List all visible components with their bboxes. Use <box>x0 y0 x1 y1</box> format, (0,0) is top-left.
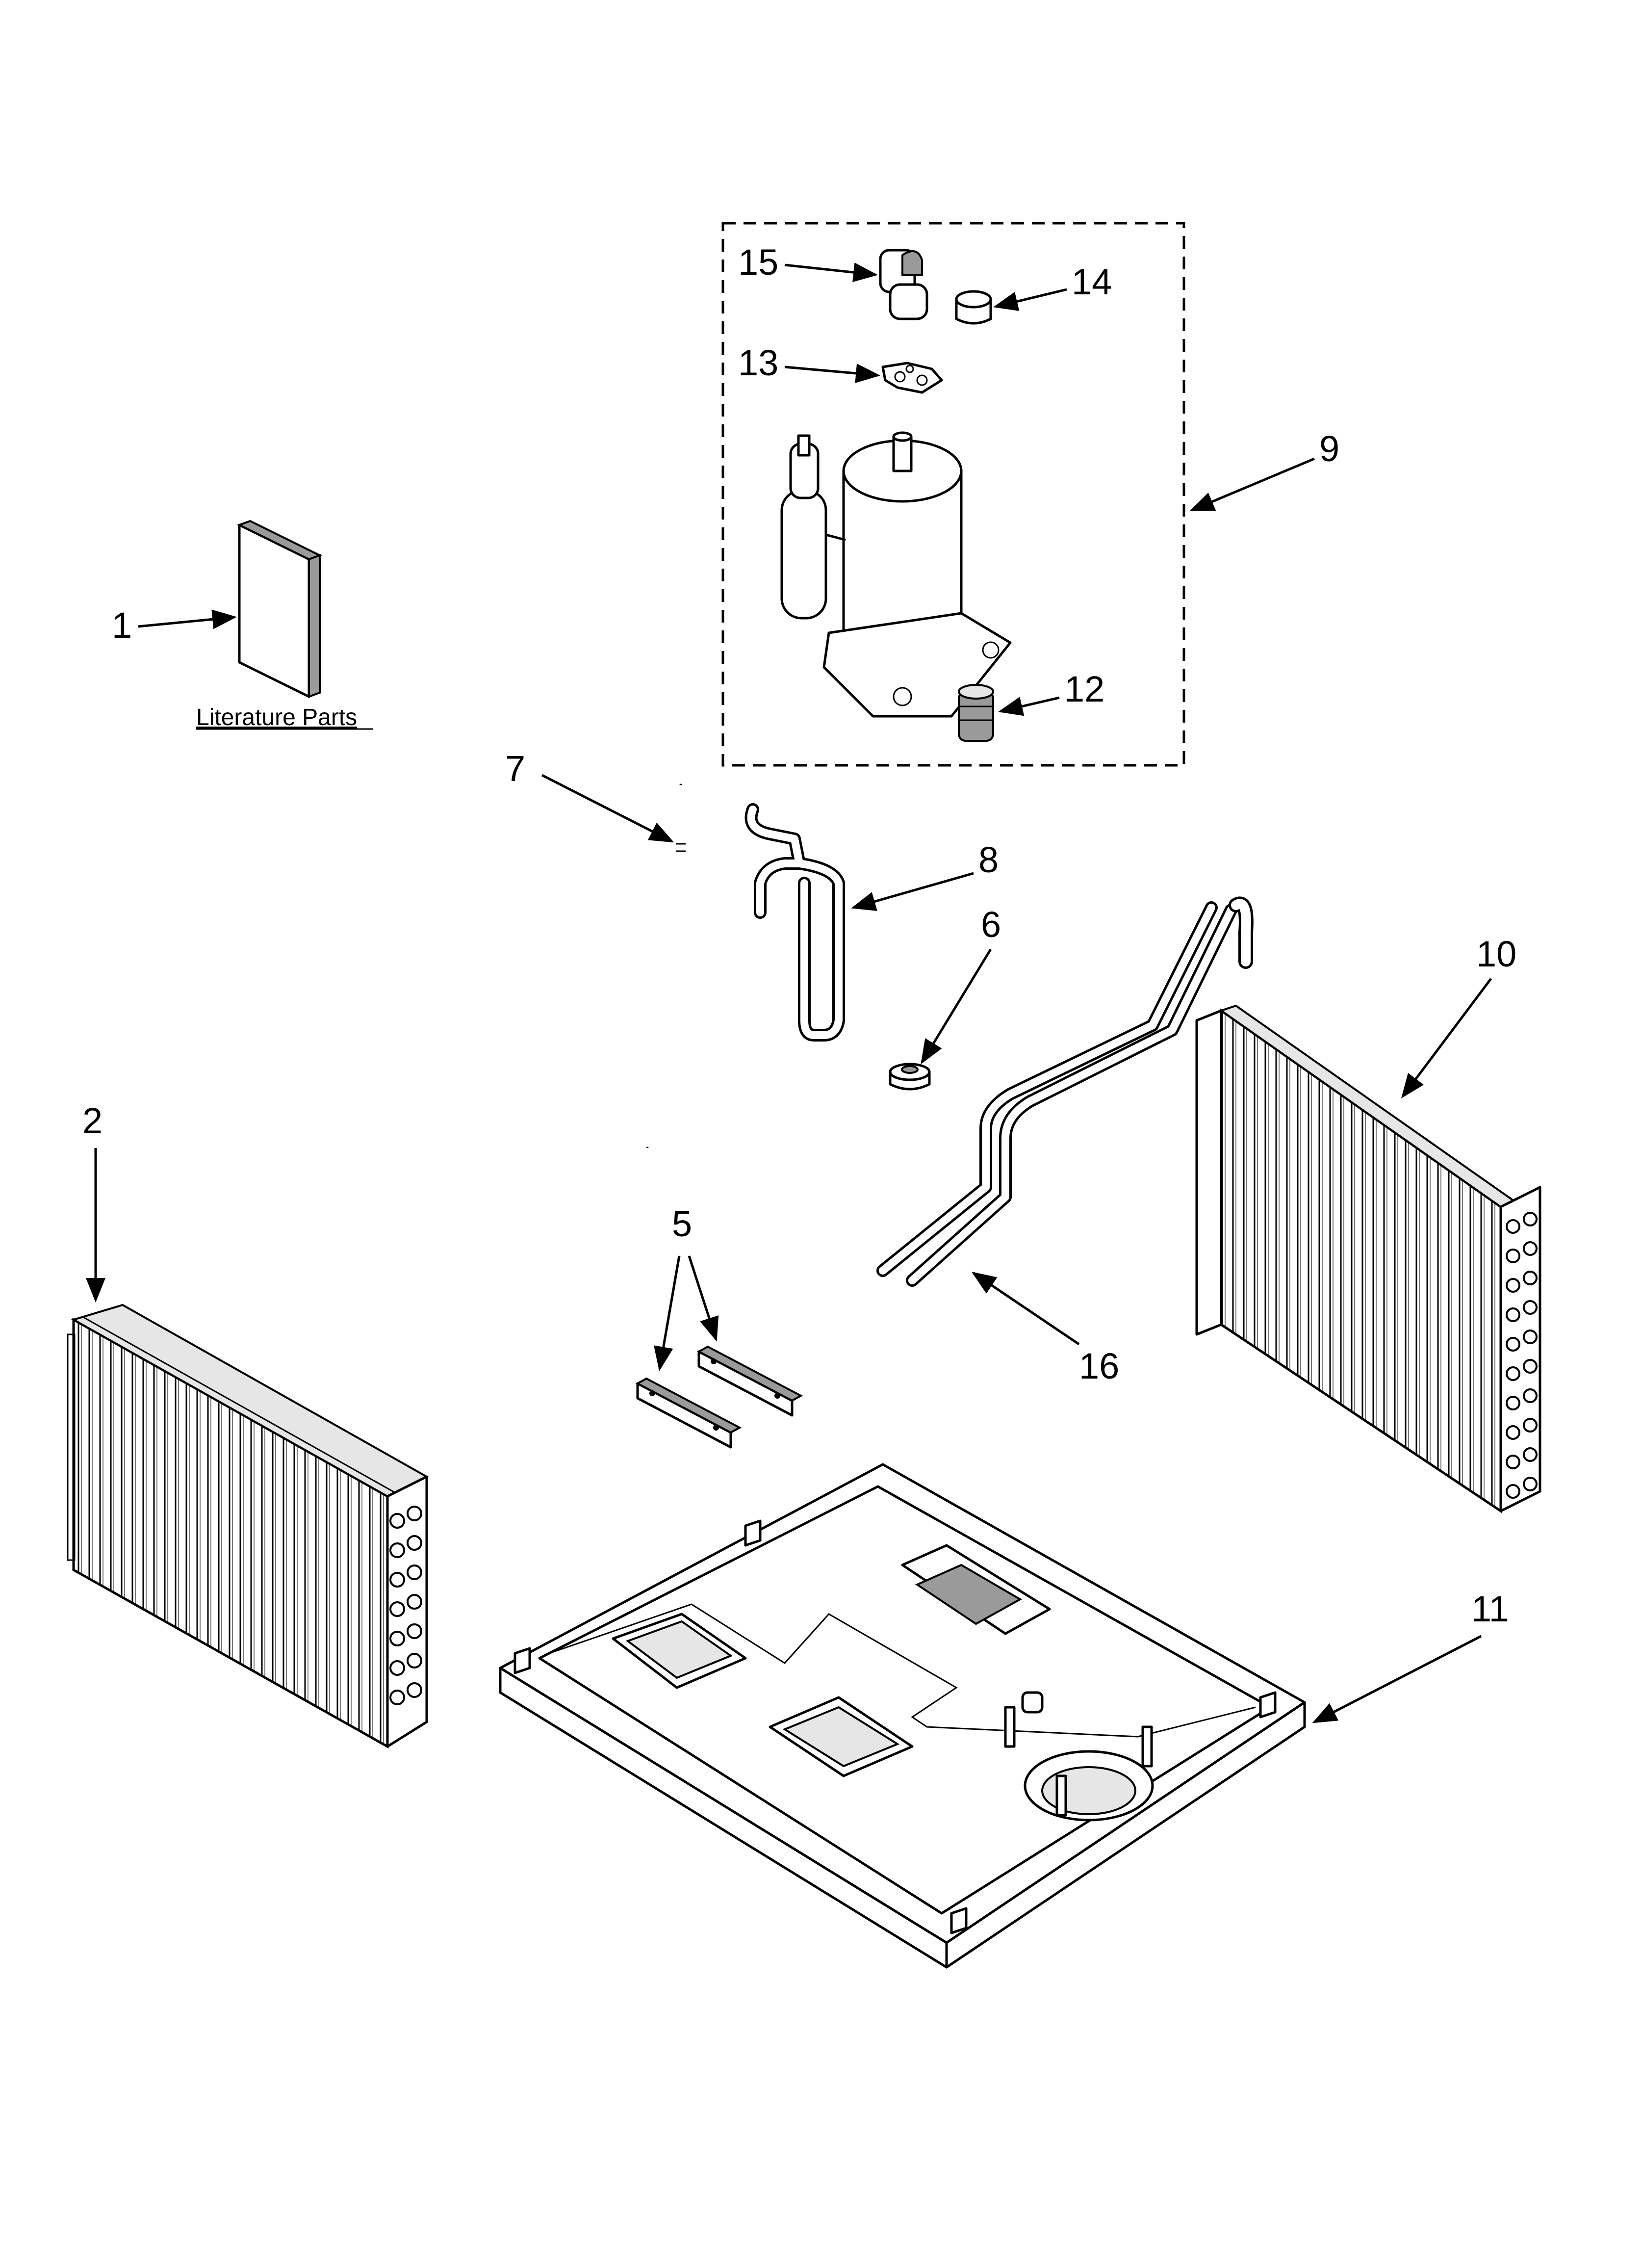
grommet-6 <box>889 1063 931 1091</box>
callout-16-label: 16 <box>1079 1346 1119 1386</box>
callout-10-label: 10 <box>1476 934 1516 974</box>
callout-14: 14 <box>993 261 1112 311</box>
brackets-5 <box>635 1345 803 1449</box>
evaporator-coil-2 <box>67 1303 429 1749</box>
terminal-cap-14 <box>955 290 992 325</box>
terminal-cover-15 <box>879 249 928 320</box>
callout-8: 8 <box>851 839 999 911</box>
callout-1-label: 1 <box>112 605 132 646</box>
callout-9-label: 9 <box>1319 428 1339 469</box>
grommet-12 <box>958 684 994 742</box>
callout-7: 7 <box>505 748 674 843</box>
callout-7-label: 7 <box>505 748 525 789</box>
callout-6: 6 <box>921 904 1001 1065</box>
callout-2-label: 2 <box>82 1100 103 1141</box>
callout-5-label: 5 <box>672 1203 692 1244</box>
callout-6-label: 6 <box>981 904 1001 945</box>
callout-11: 11 <box>1312 1589 1509 1723</box>
compressor-assembly <box>721 222 1185 767</box>
callout-5: 5 <box>654 1203 719 1371</box>
callout-10: 10 <box>1401 934 1516 1098</box>
literature-parts: Literature Parts <box>196 520 373 730</box>
suction-tube-8 <box>744 803 845 1042</box>
callout-1: 1 <box>112 605 237 646</box>
callout-11-label: 11 <box>1471 1589 1509 1629</box>
callout-8-label: 8 <box>978 839 999 880</box>
refrigerant-tubes-16 <box>876 896 1254 1287</box>
callout-2: 2 <box>82 1100 105 1303</box>
callout-15-label: 15 <box>738 242 778 283</box>
callout-13: 13 <box>738 342 880 383</box>
callout-9: 9 <box>1189 428 1339 512</box>
condenser-coil-10 <box>1195 1004 1541 1513</box>
callout-15: 15 <box>738 242 878 283</box>
callout-16: 16 <box>971 1272 1119 1386</box>
callout-14-label: 14 <box>1072 261 1112 302</box>
literature-parts-label: Literature Parts <box>196 704 357 730</box>
terminal-bracket-13 <box>881 362 943 394</box>
callout-12-label: 12 <box>1064 669 1104 709</box>
base-pan-11 <box>499 1463 1306 1969</box>
callout-13-label: 13 <box>738 342 778 383</box>
discharge-tube-7 <box>643 783 734 1168</box>
callout-12: 12 <box>998 669 1104 716</box>
